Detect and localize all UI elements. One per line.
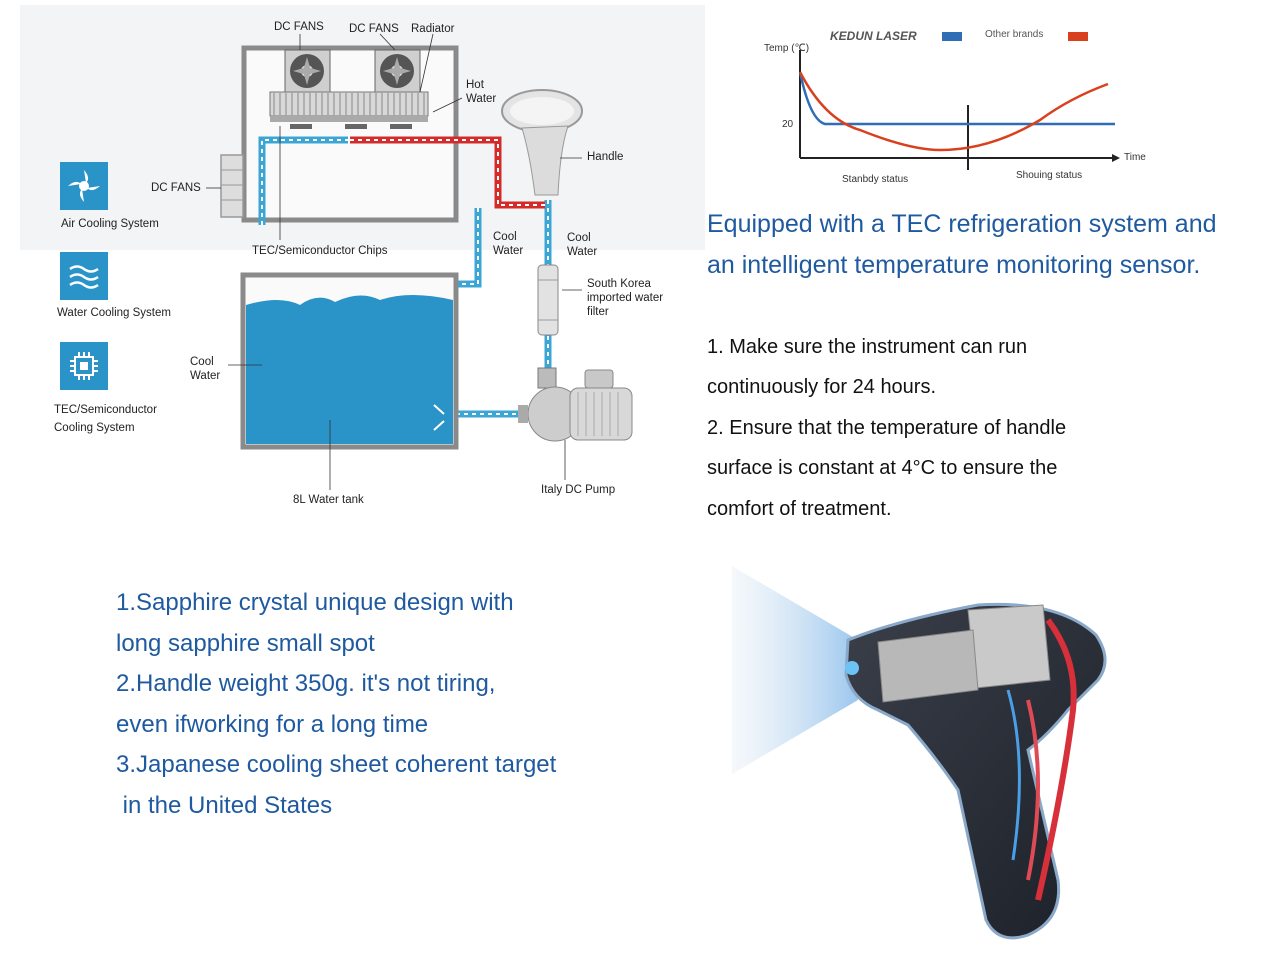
label-dc-fans-1: DC FANS bbox=[274, 21, 324, 33]
chip-icon bbox=[60, 342, 108, 390]
legend-water-cooling: Water Cooling System bbox=[57, 307, 171, 319]
tec-line-5: comfort of treatment. bbox=[707, 498, 892, 520]
fan-2 bbox=[374, 49, 421, 93]
feature-line-2: long sapphire small spot bbox=[116, 630, 375, 657]
series-kedun bbox=[798, 71, 1115, 126]
label-cool-water-b: Cool Water bbox=[567, 232, 598, 258]
light-beam bbox=[732, 566, 858, 774]
tec-heading: Equipped with a TEC refrigeration system… bbox=[707, 210, 1217, 279]
handle-shape bbox=[501, 89, 583, 196]
label-dc-fans-side: DC FANS bbox=[151, 182, 201, 194]
label-pump: Italy DC Pump bbox=[541, 484, 616, 496]
label-tec-chips: TEC/Semiconductor Chips bbox=[252, 245, 388, 257]
chart-xlabel: Time bbox=[1124, 152, 1146, 163]
feature-line-6: in the United States bbox=[116, 792, 333, 819]
cool-pipe-mid bbox=[456, 208, 482, 288]
side-fan bbox=[220, 154, 244, 218]
chart-phase-standby: Stanbdy status bbox=[842, 174, 909, 185]
temperature-chart bbox=[798, 32, 1120, 170]
chart-phase-working: Shouing status bbox=[1016, 170, 1083, 181]
tec-line-1: 1. Make sure the instrument can run bbox=[707, 336, 1028, 358]
series-other bbox=[798, 71, 1109, 152]
handpiece-illustration bbox=[732, 566, 1107, 940]
label-hot-water: Hot Water bbox=[466, 79, 497, 105]
feature-line-1: 1.Sapphire crystal unique design with bbox=[116, 589, 514, 616]
label-water-tank: 8L Water tank bbox=[293, 494, 364, 506]
chart-ytick-20: 20 bbox=[782, 119, 794, 130]
feature-line-4: even ifworking for a long time bbox=[116, 711, 429, 738]
radiator-fins bbox=[269, 91, 429, 129]
chart-legend-kedun: KEDUN LASER bbox=[830, 29, 917, 43]
fan-1 bbox=[284, 49, 331, 93]
label-cool-water-a: Cool Water bbox=[493, 231, 524, 257]
waves-icon bbox=[60, 252, 108, 300]
upper-housing bbox=[241, 45, 459, 223]
label-dc-fans-2: DC FANS bbox=[349, 23, 399, 35]
label-cool-water-tank: Cool Water bbox=[190, 356, 221, 382]
label-handle: Handle bbox=[587, 151, 624, 163]
cooling-system-diagram bbox=[206, 33, 633, 490]
water-tank bbox=[240, 272, 459, 450]
label-radiator: Radiator bbox=[411, 23, 455, 35]
handpiece-module bbox=[967, 604, 1051, 689]
legend-tec-cooling: TEC/Semiconductor Cooling System bbox=[54, 404, 157, 434]
legend-air-cooling: Air Cooling System bbox=[61, 218, 159, 230]
legend-swatch-kedun bbox=[942, 32, 962, 41]
cool-pipe-upper bbox=[258, 136, 348, 225]
feature-line-3: 2.Handle weight 350g. it's not tiring, bbox=[116, 670, 496, 697]
tec-line-3: 2. Ensure that the temperature of handle bbox=[707, 417, 1067, 439]
label-filter: South Korea imported water filter bbox=[587, 278, 664, 318]
spot-icon bbox=[845, 661, 859, 675]
tec-line-4: surface is constant at 4°C to ensure the bbox=[707, 457, 1058, 479]
feature-line-5: 3.Japanese cooling sheet coherent target bbox=[116, 751, 557, 778]
chart-ylabel: Temp (℃) bbox=[764, 43, 810, 54]
fan-icon bbox=[60, 162, 108, 210]
chart-legend-other: Other brands bbox=[985, 29, 1044, 40]
water-filter bbox=[537, 264, 559, 336]
legend-swatch-other bbox=[1068, 32, 1088, 41]
pump-shape bbox=[518, 367, 633, 442]
tec-line-2: continuously for 24 hours. bbox=[707, 376, 937, 398]
